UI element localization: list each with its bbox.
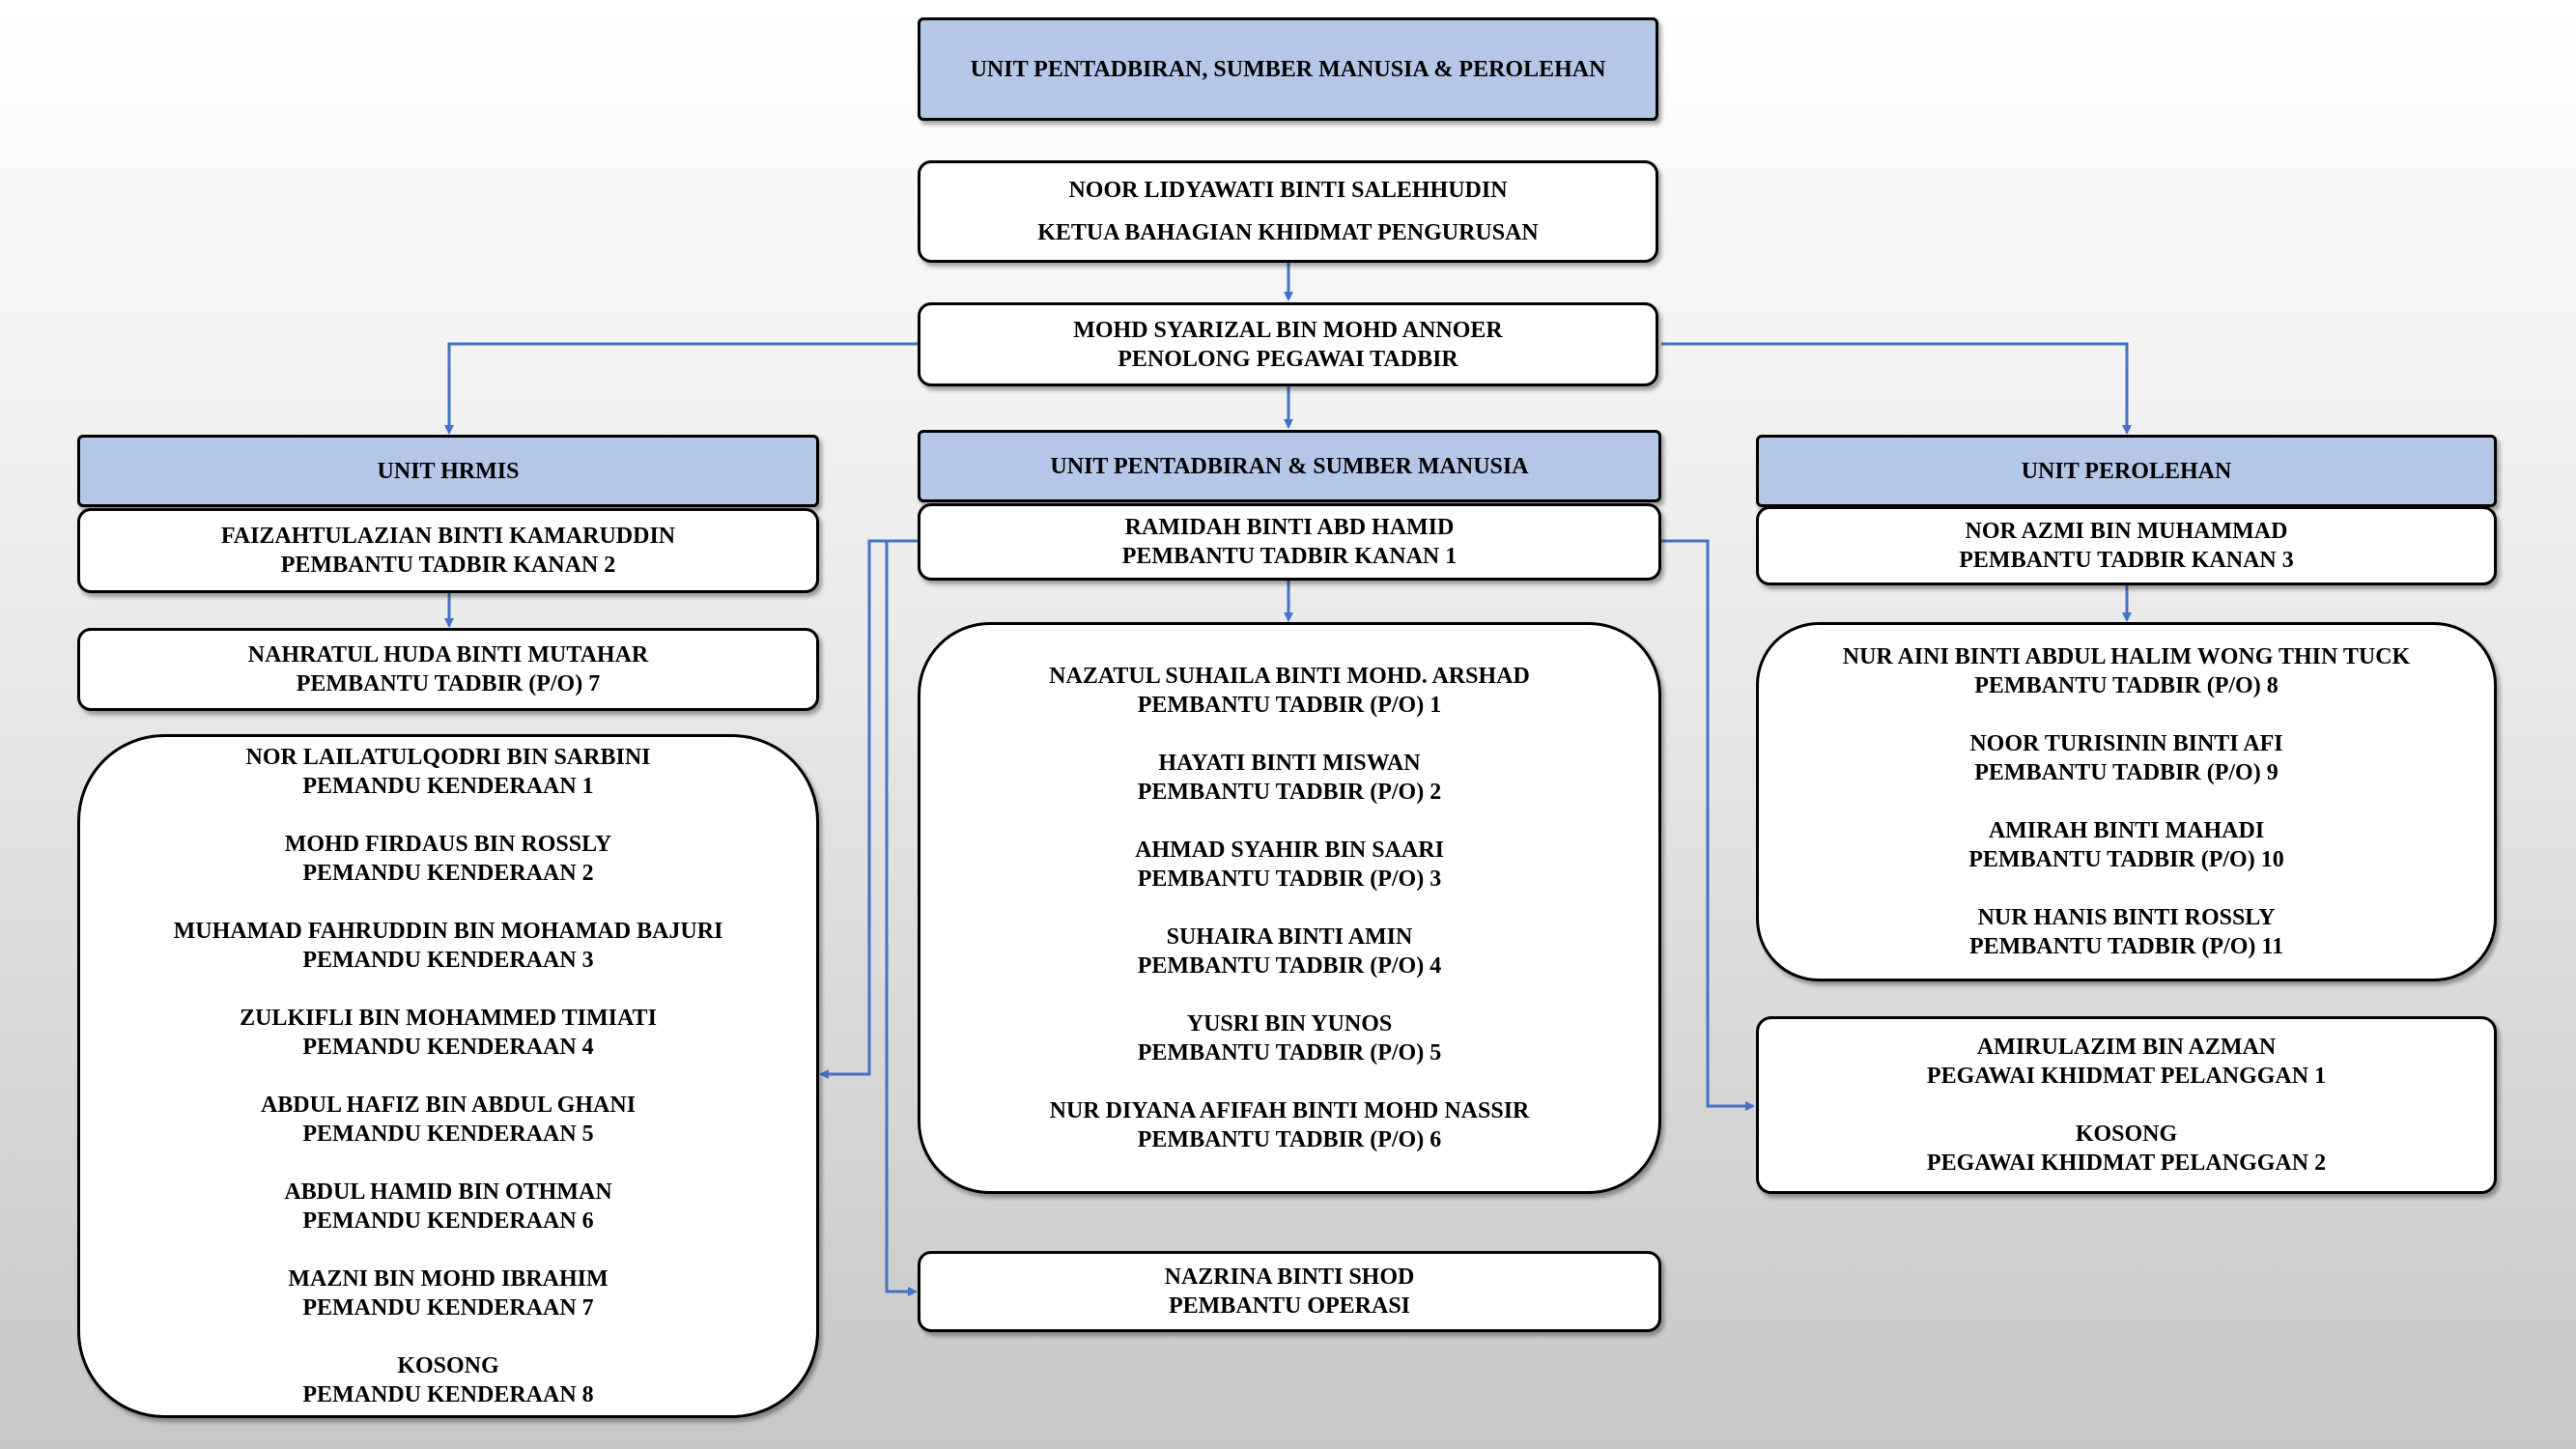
- procurement-staff-entry: NUR HANIS BINTI ROSSLY PEMBANTU TADBIR (P…: [1969, 903, 2283, 961]
- staff-name: HAYATI BINTI MISWAN: [1158, 751, 1421, 776]
- admin-staff-entry: AHMAD SYAHIR BIN SAARI PEMBANTU TADBIR (P…: [1135, 836, 1444, 894]
- driver-entry: ABDUL HAFIZ BIN ABDUL GHANI PEMANDU KENDE…: [261, 1091, 636, 1149]
- driver-role: PEMANDU KENDERAAN 4: [302, 1035, 594, 1060]
- driver-entry: KOSONG PEMANDU KENDERAAN 8: [302, 1351, 593, 1409]
- assistant-name: MOHD SYARIZAL BIN MOHD ANNOER: [1073, 317, 1503, 343]
- staff-role: PEMBANTU TADBIR (P/O) 9: [1974, 760, 2279, 785]
- admin-staff-entry: NUR DIYANA AFIFAH BINTI MOHD NASSIR PEMBA…: [1050, 1096, 1530, 1154]
- ops-role: PEMBANTU OPERASI: [1168, 1293, 1411, 1319]
- driver-role: PEMANDU KENDERAAN 2: [302, 861, 594, 886]
- driver-name: MOHD FIRDAUS BIN ROSSLY: [284, 832, 612, 857]
- assistant-officer-box: MOHD SYARIZAL BIN MOHD ANNOER PENOLONG P…: [918, 302, 1658, 386]
- driver-name: ABDUL HAMID BIN OTHMAN: [284, 1179, 612, 1205]
- driver-role: PEMANDU KENDERAAN 3: [302, 948, 594, 973]
- driver-role: PEMANDU KENDERAAN 5: [302, 1122, 594, 1147]
- hrmis-lead-name: FAIZAHTULAZIAN BINTI KAMARUDDIN: [220, 524, 676, 549]
- procurement-lead-name: NOR AZMI BIN MUHAMMAD: [1965, 519, 2288, 544]
- staff-name: KOSONG: [2075, 1122, 2178, 1147]
- procurement-staff-entry: NUR AINI BINTI ABDUL HALIM WONG THIN TUC…: [1843, 642, 2410, 700]
- connector-admin-to-customer-service: [1661, 539, 1755, 1111]
- connector-assistant-to-procurement: [1661, 342, 2132, 435]
- staff-role: PEMBANTU TADBIR (P/O) 8: [1974, 673, 2279, 698]
- admin-staff-entry: SUHAIRA BINTI AMIN PEMBANTU TADBIR (P/O) …: [1138, 923, 1441, 980]
- driver-role: PEMANDU KENDERAAN 1: [302, 774, 594, 799]
- hrmis-lead-role: PEMBANTU TADBIR KANAN 2: [280, 553, 616, 578]
- driver-name: ZULKIFLI BIN MOHAMMED TIMIATI: [240, 1006, 657, 1031]
- admin-header-label: UNIT PENTADBIRAN & SUMBER MANUSIA: [1050, 453, 1529, 479]
- admin-lead-role: PEMBANTU TADBIR KANAN 1: [1121, 544, 1458, 569]
- staff-name: AMIRAH BINTI MAHADI: [1988, 818, 2265, 843]
- staff-role: PEMBANTU TADBIR (P/O) 2: [1137, 780, 1442, 805]
- staff-name: SUHAIRA BINTI AMIN: [1166, 924, 1413, 950]
- hrmis-header: UNIT HRMIS: [77, 435, 819, 507]
- assistant-role: PENOLONG PEGAWAI TADBIR: [1118, 346, 1458, 372]
- staff-role: PEMBANTU TADBIR (P/O) 4: [1137, 953, 1442, 979]
- hrmis-lead-box: FAIZAHTULAZIAN BINTI KAMARUDDIN PEMBANTU…: [77, 508, 819, 593]
- staff-name: NUR AINI BINTI ABDUL HALIM WONG THIN TUC…: [1842, 644, 2411, 669]
- procurement-header: UNIT PEROLEHAN: [1756, 435, 2497, 507]
- driver-entry: MOHD FIRDAUS BIN ROSSLY PEMANDU KENDERAAN…: [285, 830, 612, 888]
- driver-name: MUHAMAD FAHRUDDIN BIN MOHAMAD BAJURI: [173, 919, 723, 944]
- staff-name: NAZATUL SUHAILA BINTI MOHD. ARSHAD: [1049, 664, 1530, 689]
- main-unit-title: UNIT PENTADBIRAN, SUMBER MANUSIA & PEROL…: [970, 56, 1606, 82]
- admin-staff-entry: HAYATI BINTI MISWAN PEMBANTU TADBIR (P/O)…: [1138, 749, 1441, 807]
- procurement-lead-role: PEMBANTU TADBIR KANAN 3: [1959, 548, 2294, 573]
- staff-role: PEMBANTU TADBIR (P/O) 1: [1137, 693, 1442, 718]
- procurement-lead-box: NOR AZMI BIN MUHAMMAD PEMBANTU TADBIR KA…: [1756, 506, 2497, 585]
- driver-role: PEMANDU KENDERAAN 6: [302, 1208, 594, 1234]
- staff-role: PEMBANTU TADBIR (P/O) 10: [1968, 847, 2284, 872]
- connector-admin-to-ops: [885, 539, 918, 1296]
- hrmis-header-label: UNIT HRMIS: [377, 458, 520, 484]
- staff-name: AHMAD SYAHIR BIN SAARI: [1135, 838, 1444, 863]
- driver-entry: NOR LAILATULQODRI BIN SARBINI PEMANDU KEN…: [246, 743, 651, 801]
- hrmis-sub-box: NAHRATUL HUDA BINTI MUTAHAR PEMBANTU TAD…: [77, 628, 819, 711]
- operations-box: NAZRINA BINTI SHOD PEMBANTU OPERASI: [918, 1251, 1661, 1332]
- staff-role: PEMBANTU TADBIR (P/O) 5: [1137, 1040, 1442, 1065]
- customer-service-entry: AMIRULAZIM BIN AZMAN PEGAWAI KHIDMAT PELA…: [1927, 1033, 2326, 1091]
- staff-name: NUR HANIS BINTI ROSSLY: [1977, 905, 2276, 930]
- driver-entry: ZULKIFLI BIN MOHAMMED TIMIATI PEMANDU KEN…: [240, 1004, 657, 1062]
- head-of-division-box: NOOR LIDYAWATI BINTI SALEHHUDIN KETUA BA…: [918, 160, 1658, 263]
- connector-admin-to-drivers: [819, 539, 918, 1079]
- driver-name: MAZNI BIN MOHD IBRAHIM: [288, 1266, 609, 1292]
- driver-entry: MUHAMAD FAHRUDDIN BIN MOHAMAD BAJURI PEMA…: [174, 917, 723, 975]
- staff-name: NUR DIYANA AFIFAH BINTI MOHD NASSIR: [1049, 1098, 1530, 1123]
- staff-role: PEGAWAI KHIDMAT PELANGGAN 2: [1926, 1151, 2327, 1176]
- procurement-staff-entry: AMIRAH BINTI MAHADI PEMBANTU TADBIR (P/O)…: [1968, 816, 2283, 874]
- drivers-box: NOR LAILATULQODRI BIN SARBINI PEMANDU KEN…: [77, 734, 819, 1418]
- staff-role: PEMBANTU TADBIR (P/O) 6: [1137, 1127, 1442, 1152]
- procurement-staff-box: NUR AINI BINTI ABDUL HALIM WONG THIN TUC…: [1756, 622, 2497, 981]
- staff-name: YUSRI BIN YUNOS: [1186, 1011, 1393, 1037]
- admin-staff-box: NAZATUL SUHAILA BINTI MOHD. ARSHAD PEMBAN…: [918, 622, 1661, 1194]
- main-unit-title-box: UNIT PENTADBIRAN, SUMBER MANUSIA & PEROL…: [918, 17, 1658, 121]
- admin-staff-entry: YUSRI BIN YUNOS PEMBANTU TADBIR (P/O) 5: [1138, 1009, 1441, 1067]
- staff-name: AMIRULAZIM BIN AZMAN: [1976, 1035, 2277, 1060]
- staff-name: NOOR TURISININ BINTI AFI: [1969, 731, 2283, 756]
- driver-role: PEMANDU KENDERAAN 8: [302, 1382, 594, 1407]
- head-name: NOOR LIDYAWATI BINTI SALEHHUDIN: [1068, 178, 1508, 203]
- driver-entry: MAZNI BIN MOHD IBRAHIM PEMANDU KENDERAAN …: [288, 1264, 608, 1322]
- staff-role: PEGAWAI KHIDMAT PELANGGAN 1: [1926, 1064, 2327, 1089]
- customer-service-box: AMIRULAZIM BIN AZMAN PEGAWAI KHIDMAT PELA…: [1756, 1016, 2497, 1194]
- driver-entry: ABDUL HAMID BIN OTHMAN PEMANDU KENDERAAN …: [284, 1178, 611, 1236]
- hrmis-sub-role: PEMBANTU TADBIR (P/O) 7: [296, 671, 601, 696]
- driver-name: NOR LAILATULQODRI BIN SARBINI: [245, 745, 651, 770]
- admin-staff-entry: NAZATUL SUHAILA BINTI MOHD. ARSHAD PEMBAN…: [1049, 662, 1530, 720]
- connector-assistant-to-hrmis: [444, 342, 918, 435]
- admin-lead-name: RAMIDAH BINTI ABD HAMID: [1124, 515, 1455, 540]
- admin-lead-box: RAMIDAH BINTI ABD HAMID PEMBANTU TADBIR …: [918, 503, 1661, 581]
- head-role: KETUA BAHAGIAN KHIDMAT PENGURUSAN: [1037, 220, 1539, 245]
- driver-name: ABDUL HAFIZ BIN ABDUL GHANI: [260, 1093, 637, 1118]
- staff-role: PEMBANTU TADBIR (P/O) 11: [1968, 934, 2284, 959]
- admin-header: UNIT PENTADBIRAN & SUMBER MANUSIA: [918, 430, 1661, 502]
- driver-name: KOSONG: [397, 1353, 499, 1378]
- procurement-header-label: UNIT PEROLEHAN: [2021, 458, 2232, 484]
- hrmis-sub-name: NAHRATUL HUDA BINTI MUTAHAR: [247, 642, 649, 668]
- customer-service-entry: KOSONG PEGAWAI KHIDMAT PELANGGAN 2: [1927, 1120, 2326, 1178]
- procurement-staff-entry: NOOR TURISININ BINTI AFI PEMBANTU TADBIR …: [1969, 729, 2282, 787]
- ops-name: NAZRINA BINTI SHOD: [1164, 1264, 1415, 1290]
- driver-role: PEMANDU KENDERAAN 7: [302, 1295, 594, 1321]
- staff-role: PEMBANTU TADBIR (P/O) 3: [1137, 867, 1442, 892]
